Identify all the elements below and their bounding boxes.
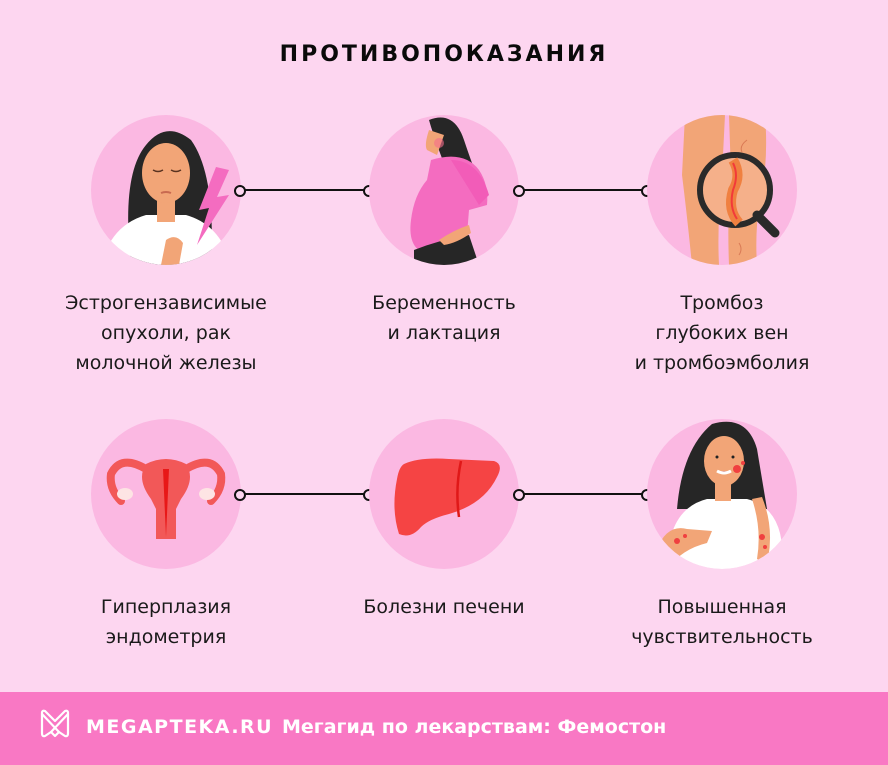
item-label: Болезни печени <box>363 596 525 618</box>
pregnant-woman-icon <box>369 115 519 265</box>
page-title: ПРОТИВОПОКАЗАНИЯ <box>279 42 609 67</box>
item-label: Эстрогензависимые опухоли, рак молочной … <box>65 292 267 374</box>
megapteka-m-logo-icon <box>38 709 72 743</box>
footer-tagline: Мегагид по лекарствам: Фемостон <box>282 716 667 738</box>
woman-pain-icon <box>91 115 241 265</box>
connector-node <box>513 489 525 501</box>
connector-line <box>245 189 364 191</box>
connector-node <box>234 185 246 197</box>
footer-bar: MEGAPTEKA.RU Мегагид по лекарствам: Фемо… <box>0 692 888 765</box>
connector-line <box>524 189 642 191</box>
leg-thrombosis-magnifier-icon <box>647 115 797 265</box>
item-label: Гиперплазия эндометрия <box>100 596 232 648</box>
allergic-rash-woman-icon <box>647 419 797 569</box>
uterus-icon <box>91 419 241 569</box>
item-label: Беременность и лактация <box>372 292 516 344</box>
footer-brand[interactable]: MEGAPTEKA.RU <box>86 716 274 738</box>
connector-line <box>524 493 642 495</box>
liver-icon <box>369 419 519 569</box>
item-label: Тромбоз глубоких вен и тромбоэмболия <box>634 292 810 374</box>
item-label: Повышенная чувствительность <box>631 596 813 648</box>
connector-node <box>513 185 525 197</box>
connector-node <box>234 489 246 501</box>
connector-line <box>245 493 364 495</box>
